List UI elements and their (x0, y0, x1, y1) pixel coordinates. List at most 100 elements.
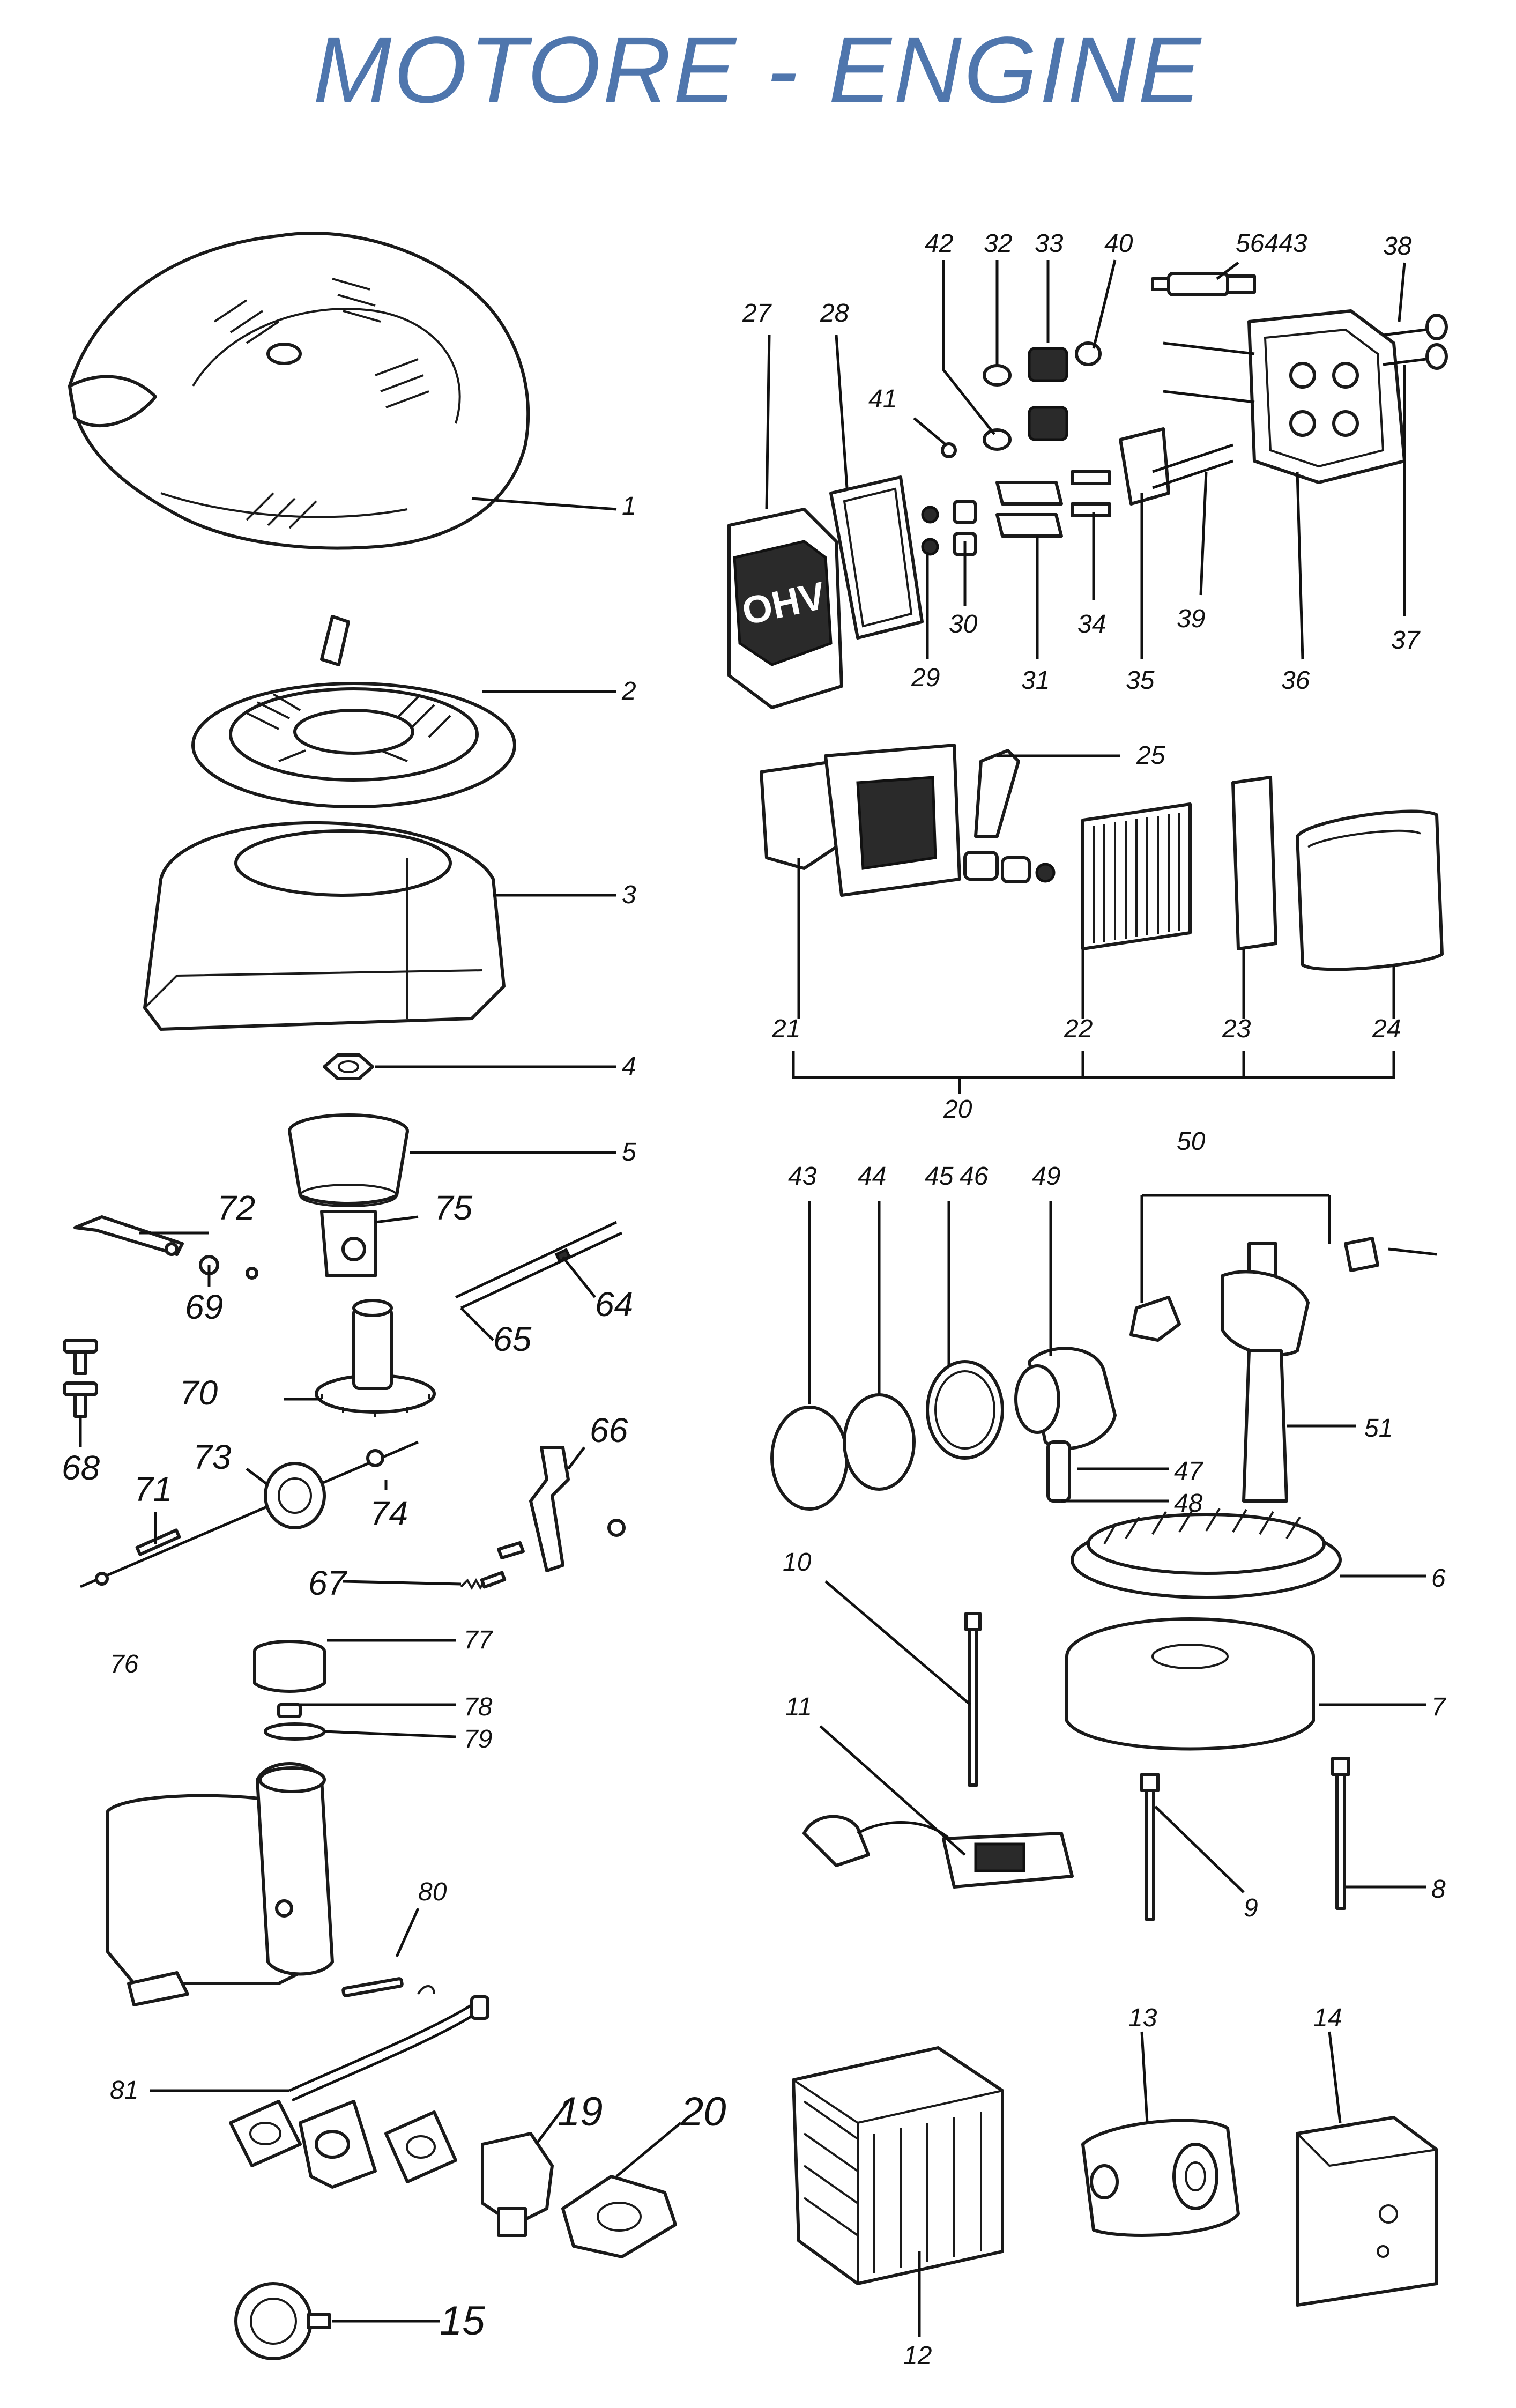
label-42: 42 (925, 229, 953, 258)
label-29: 29 (911, 664, 940, 692)
label-68: 68 (62, 1448, 100, 1487)
label-80: 80 (418, 1878, 447, 1906)
flywheel (1065, 1617, 1315, 1751)
pushrod-guide (1119, 427, 1233, 506)
label-13: 13 (1128, 2004, 1157, 2032)
label-71: 71 (134, 1470, 172, 1508)
muffler-guard (792, 2046, 1004, 2285)
label-72: 72 (217, 1188, 255, 1227)
label-20-gasket: 20 (680, 2089, 726, 2135)
recoil-starter (191, 615, 516, 808)
label-44: 44 (858, 1162, 886, 1191)
valve-train-parts (921, 341, 1111, 556)
label-3: 3 (622, 881, 636, 909)
label-19: 19 (558, 2089, 603, 2135)
label-73: 73 (193, 1438, 232, 1476)
label-23: 23 (1222, 1015, 1251, 1043)
label-27: 27 (742, 299, 772, 328)
label-64: 64 (595, 1285, 633, 1324)
governor-gear (80, 1440, 419, 1588)
engine-cover-shroud (68, 232, 530, 550)
label-46: 46 (960, 1162, 989, 1191)
label-74: 74 (370, 1494, 408, 1533)
label-67: 67 (308, 1564, 348, 1602)
label-24: 24 (1372, 1015, 1401, 1043)
valve-cover: OHV (727, 508, 843, 709)
label-35: 35 (1126, 666, 1155, 695)
fuel-line (288, 1977, 489, 2102)
cooling-fan (1071, 1507, 1342, 1599)
part-number-labels: 1 2 3 4 5 72 75 69 64 65 70 66 73 68 71 … (62, 229, 1447, 2370)
page-title: MOTORE - ENGINE (313, 18, 1203, 123)
label-20-group: 20 (943, 1095, 972, 1124)
label-48: 48 (1174, 1489, 1203, 1518)
label-14: 14 (1313, 2004, 1342, 2032)
label-30: 30 (949, 610, 978, 638)
label-10: 10 (783, 1548, 812, 1577)
label-5: 5 (622, 1138, 636, 1166)
heat-shield (1296, 2116, 1438, 2307)
label-51: 51 (1364, 1414, 1393, 1443)
governor-arm (497, 1446, 626, 1572)
governor-lever-parts (73, 1210, 377, 1280)
starter-cup (288, 1113, 409, 1207)
label-25: 25 (1136, 741, 1165, 770)
label-32: 32 (984, 229, 1012, 258)
label-76: 76 (110, 1650, 139, 1678)
label-22: 22 (1064, 1015, 1093, 1043)
group-bracket-20 (792, 1051, 1395, 1094)
label-40: 40 (1104, 229, 1133, 258)
label-75: 75 (434, 1188, 473, 1227)
label-41: 41 (868, 385, 897, 413)
label-11: 11 (785, 1693, 812, 1721)
label-49: 49 (1032, 1162, 1060, 1191)
label-7: 7 (1431, 1693, 1447, 1721)
head-bolts (1383, 314, 1448, 370)
blower-housing (143, 821, 506, 1031)
bolts-68 (63, 1339, 98, 1418)
spark-plug (1151, 272, 1256, 296)
label-12: 12 (903, 2342, 932, 2370)
label-21: 21 (771, 1015, 800, 1043)
label-36: 36 (1281, 666, 1310, 695)
label-78: 78 (464, 1693, 493, 1721)
muffler (1081, 2119, 1240, 2237)
leader-lines (79, 259, 1426, 2337)
valve-cover-gasket (829, 475, 924, 640)
label-77: 77 (464, 1626, 494, 1654)
label-38: 38 (1383, 232, 1412, 261)
label-8: 8 (1431, 1875, 1446, 1904)
air-filter-assembly (760, 744, 1444, 971)
label-6: 6 (1431, 1564, 1446, 1593)
primer-cup (234, 2282, 331, 2360)
label-2: 2 (621, 677, 636, 705)
label-43: 43 (788, 1162, 817, 1191)
label-28: 28 (820, 299, 849, 328)
label-15: 15 (440, 2298, 485, 2344)
studs (964, 1612, 1350, 1921)
label-65: 65 (493, 1320, 532, 1358)
ignition-coil (802, 1815, 1074, 1889)
label-37: 37 (1391, 626, 1421, 655)
label-66: 66 (590, 1411, 628, 1450)
label-9: 9 (1244, 1894, 1258, 1922)
fuel-cap-parts (253, 1640, 326, 1741)
piston-rings-crank (770, 1237, 1437, 1511)
label-56443: 56443 (1236, 229, 1307, 258)
label-79: 79 (464, 1725, 492, 1753)
label-31: 31 (1021, 666, 1050, 695)
flywheel-nut (323, 1053, 374, 1080)
label-47: 47 (1174, 1457, 1204, 1485)
label-45: 45 (925, 1162, 954, 1191)
label-4: 4 (622, 1052, 636, 1081)
label-33: 33 (1035, 229, 1064, 258)
label-50: 50 (1177, 1127, 1206, 1156)
label-34: 34 (1077, 610, 1106, 638)
carburetor-assembly (229, 2100, 677, 2258)
label-70: 70 (180, 1373, 218, 1412)
fuel-tank (106, 1762, 334, 2006)
label-69: 69 (185, 1288, 223, 1326)
label-1: 1 (622, 492, 636, 521)
label-81: 81 (110, 2076, 138, 2105)
